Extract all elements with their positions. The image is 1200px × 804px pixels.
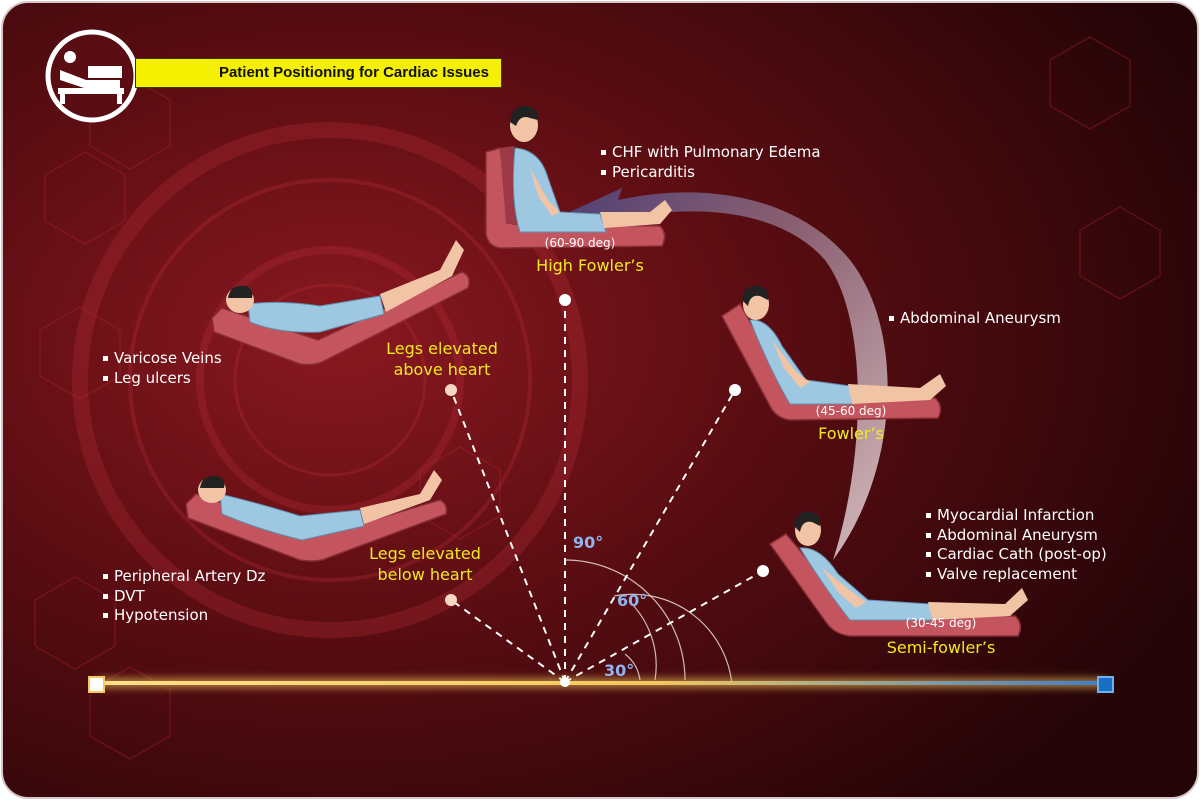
- figure-semi-fowlers: [768, 511, 1028, 637]
- condition-item: Cardiac Cath (post-op): [925, 545, 1107, 565]
- angle-30-label: 30°: [604, 661, 635, 680]
- figure-high-fowlers: [485, 105, 672, 249]
- high-fowlers-range: (60-90 deg): [544, 236, 616, 250]
- endpoint-high-fowlers: [559, 294, 571, 306]
- semi-fowlers-label: Semi-fowler’s: [886, 638, 996, 657]
- legs-below-conditions: Peripheral Artery Dz DVT Hypotension: [102, 567, 265, 626]
- endpoint-fowlers: [729, 384, 741, 396]
- fowlers-conditions: Abdominal Aneurysm: [888, 309, 1061, 329]
- semi-fowlers-range: (30-45 deg): [905, 616, 977, 630]
- angle-rays: [450, 300, 764, 683]
- high-fowlers-label: High Fowler’s: [536, 256, 644, 275]
- condition-item: CHF with Pulmonary Edema: [600, 143, 821, 163]
- endpoint-legs-below: [445, 594, 457, 606]
- ray-legs-above: [450, 389, 566, 683]
- title-bar: Patient Positioning for Cardiac Issues: [135, 58, 502, 88]
- figure-fowlers: [721, 285, 946, 421]
- condition-item: DVT: [102, 587, 265, 607]
- condition-item: Valve replacement: [925, 565, 1107, 585]
- legs-below-line2: below heart: [377, 565, 473, 584]
- fowlers-label: Fowler’s: [818, 424, 884, 443]
- page-title: Patient Positioning for Cardiac Issues: [218, 64, 489, 81]
- figure-legs-above: [211, 240, 470, 366]
- condition-item: Myocardial Infarction: [925, 506, 1107, 526]
- legs-above-conditions: Varicose Veins Leg ulcers: [102, 349, 222, 388]
- baseline-end-marker: [1097, 676, 1114, 693]
- hospital-bed-icon: [45, 29, 139, 123]
- angle-60-label: 60°: [617, 591, 648, 610]
- figure-legs-below: [185, 470, 448, 562]
- endpoint-legs-above: [445, 384, 457, 396]
- baseline-start-marker: [88, 676, 105, 693]
- fowlers-range: (45-60 deg): [815, 404, 887, 418]
- legs-above-line2: above heart: [393, 360, 491, 379]
- legs-above-label: Legs elevated above heart: [372, 338, 512, 380]
- legs-below-label: Legs elevated below heart: [355, 543, 495, 585]
- ray-fowlers: [564, 389, 736, 683]
- high-fowlers-conditions: CHF with Pulmonary Edema Pericarditis: [600, 143, 821, 182]
- condition-item: Peripheral Artery Dz: [102, 567, 265, 587]
- endpoint-semi-fowlers: [757, 565, 769, 577]
- angle-90-label: 90°: [573, 533, 604, 552]
- legs-below-line1: Legs elevated: [369, 544, 481, 563]
- semi-fowlers-conditions: Myocardial Infarction Abdominal Aneurysm…: [925, 506, 1107, 584]
- condition-item: Pericarditis: [600, 163, 821, 183]
- legs-above-line1: Legs elevated: [386, 339, 498, 358]
- ray-legs-below: [450, 599, 566, 683]
- progression-arrow: [565, 188, 888, 560]
- condition-item: Varicose Veins: [102, 349, 222, 369]
- condition-item: Leg ulcers: [102, 369, 222, 389]
- condition-item: Hypotension: [102, 606, 265, 626]
- condition-item: Abdominal Aneurysm: [888, 309, 1061, 329]
- background-seal: [72, 122, 588, 638]
- baseline: [88, 676, 1114, 693]
- condition-item: Abdominal Aneurysm: [925, 526, 1107, 546]
- angle-arcs: [564, 559, 733, 686]
